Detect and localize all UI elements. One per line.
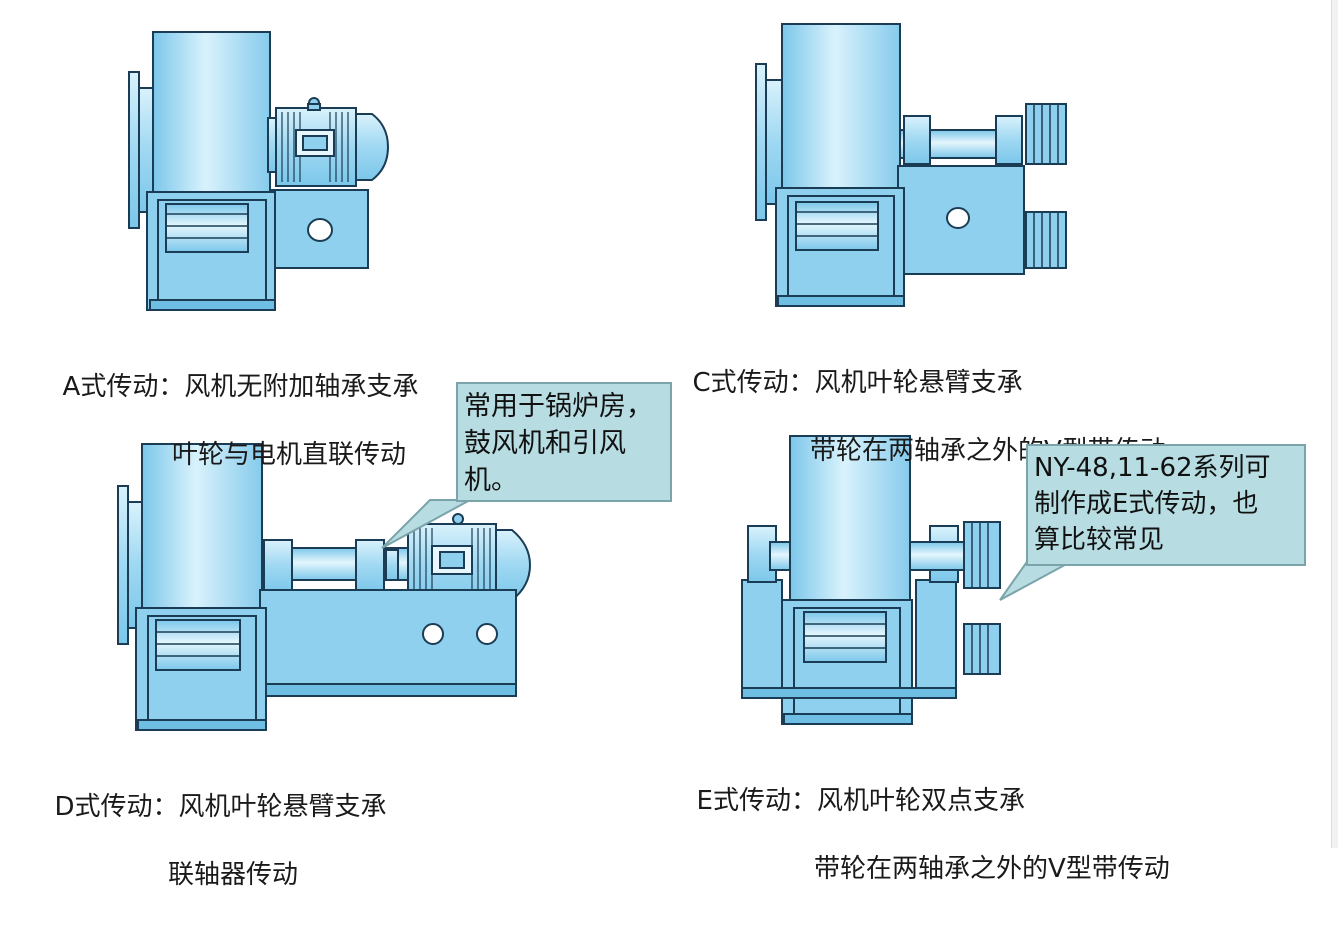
callout-d-line3: 机。 [464, 465, 518, 496]
caption-c-line1: C式传动：风机叶轮悬臂支承 [692, 368, 1023, 398]
caption-e-line2: 带轮在两轴承之外的V型带传动 [814, 854, 1170, 884]
callout-d-line1: 常用于锅炉房， [464, 391, 653, 422]
callout-e-note: NY-48,11-62系列可 制作成E式传动，也 算比较常见 [1026, 444, 1306, 566]
cropped-title-remnant [40, 0, 400, 4]
caption-a: A式传动：风机无附加轴承支承 叶轮与电机直联传动 [46, 336, 419, 506]
callout-e-line3: 算比较常见 [1034, 525, 1165, 555]
caption-d-line1: D式传动：风机叶轮悬臂支承 [54, 792, 387, 822]
callout-e-line1: NY-48,11-62系列可 [1034, 453, 1271, 483]
callout-d-line2: 鼓风机和引风 [464, 428, 626, 459]
caption-e: E式传动：风机叶轮双点支承 带轮在两轴承之外的V型带传动 [680, 750, 1170, 920]
callout-d-tail [381, 499, 471, 549]
caption-a-line1: A式传动：风机无附加轴承支承 [62, 372, 419, 402]
callout-d-note: 常用于锅炉房， 鼓风机和引风 机。 [456, 382, 672, 502]
caption-d: D式传动：风机叶轮悬臂支承 联轴器传动 [38, 756, 387, 926]
caption-a-line2: 叶轮与电机直联传动 [172, 440, 407, 470]
fan-c [755, 23, 1067, 307]
vertical-scrollbar[interactable] [1331, 0, 1338, 848]
callout-e-line2: 制作成E式传动，也 [1034, 489, 1259, 519]
caption-d-line2: 联轴器传动 [168, 860, 299, 890]
fan-a [128, 31, 390, 311]
caption-e-line1: E式传动：风机叶轮双点支承 [696, 786, 1025, 816]
